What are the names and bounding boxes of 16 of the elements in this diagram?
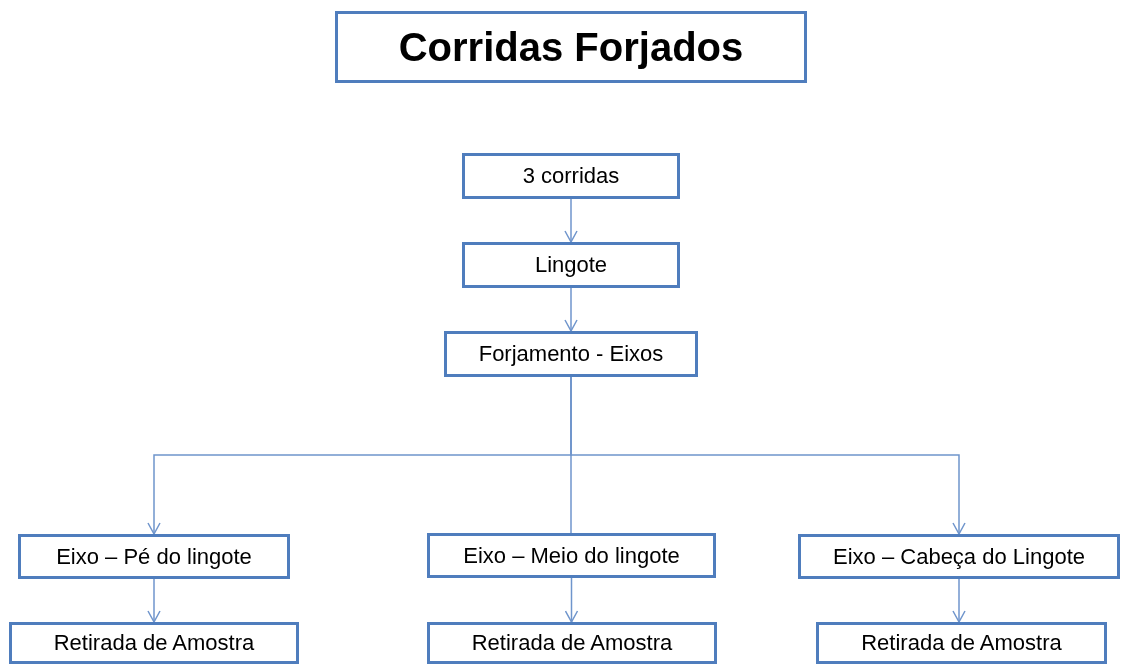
process-box: Eixo – Cabeça do Lingote — [798, 534, 1120, 579]
arrow — [564, 198, 578, 243]
process-box: Retirada de Amostra — [427, 622, 717, 664]
title-box: Corridas Forjados — [335, 11, 807, 83]
arrow — [564, 577, 579, 623]
process-box: Retirada de Amostra — [816, 622, 1107, 664]
process-box: Eixo – Pé do lingote — [18, 534, 290, 579]
arrow — [952, 578, 966, 623]
process-box: Lingote — [462, 242, 680, 288]
process-box: 3 corridas — [462, 153, 680, 199]
arrow — [570, 376, 966, 535]
arrow — [564, 287, 578, 332]
arrow — [147, 578, 161, 623]
process-box: Eixo – Meio do lingote — [427, 533, 716, 578]
process-box: Forjamento - Eixos — [444, 331, 698, 377]
process-box: Retirada de Amostra — [9, 622, 299, 664]
